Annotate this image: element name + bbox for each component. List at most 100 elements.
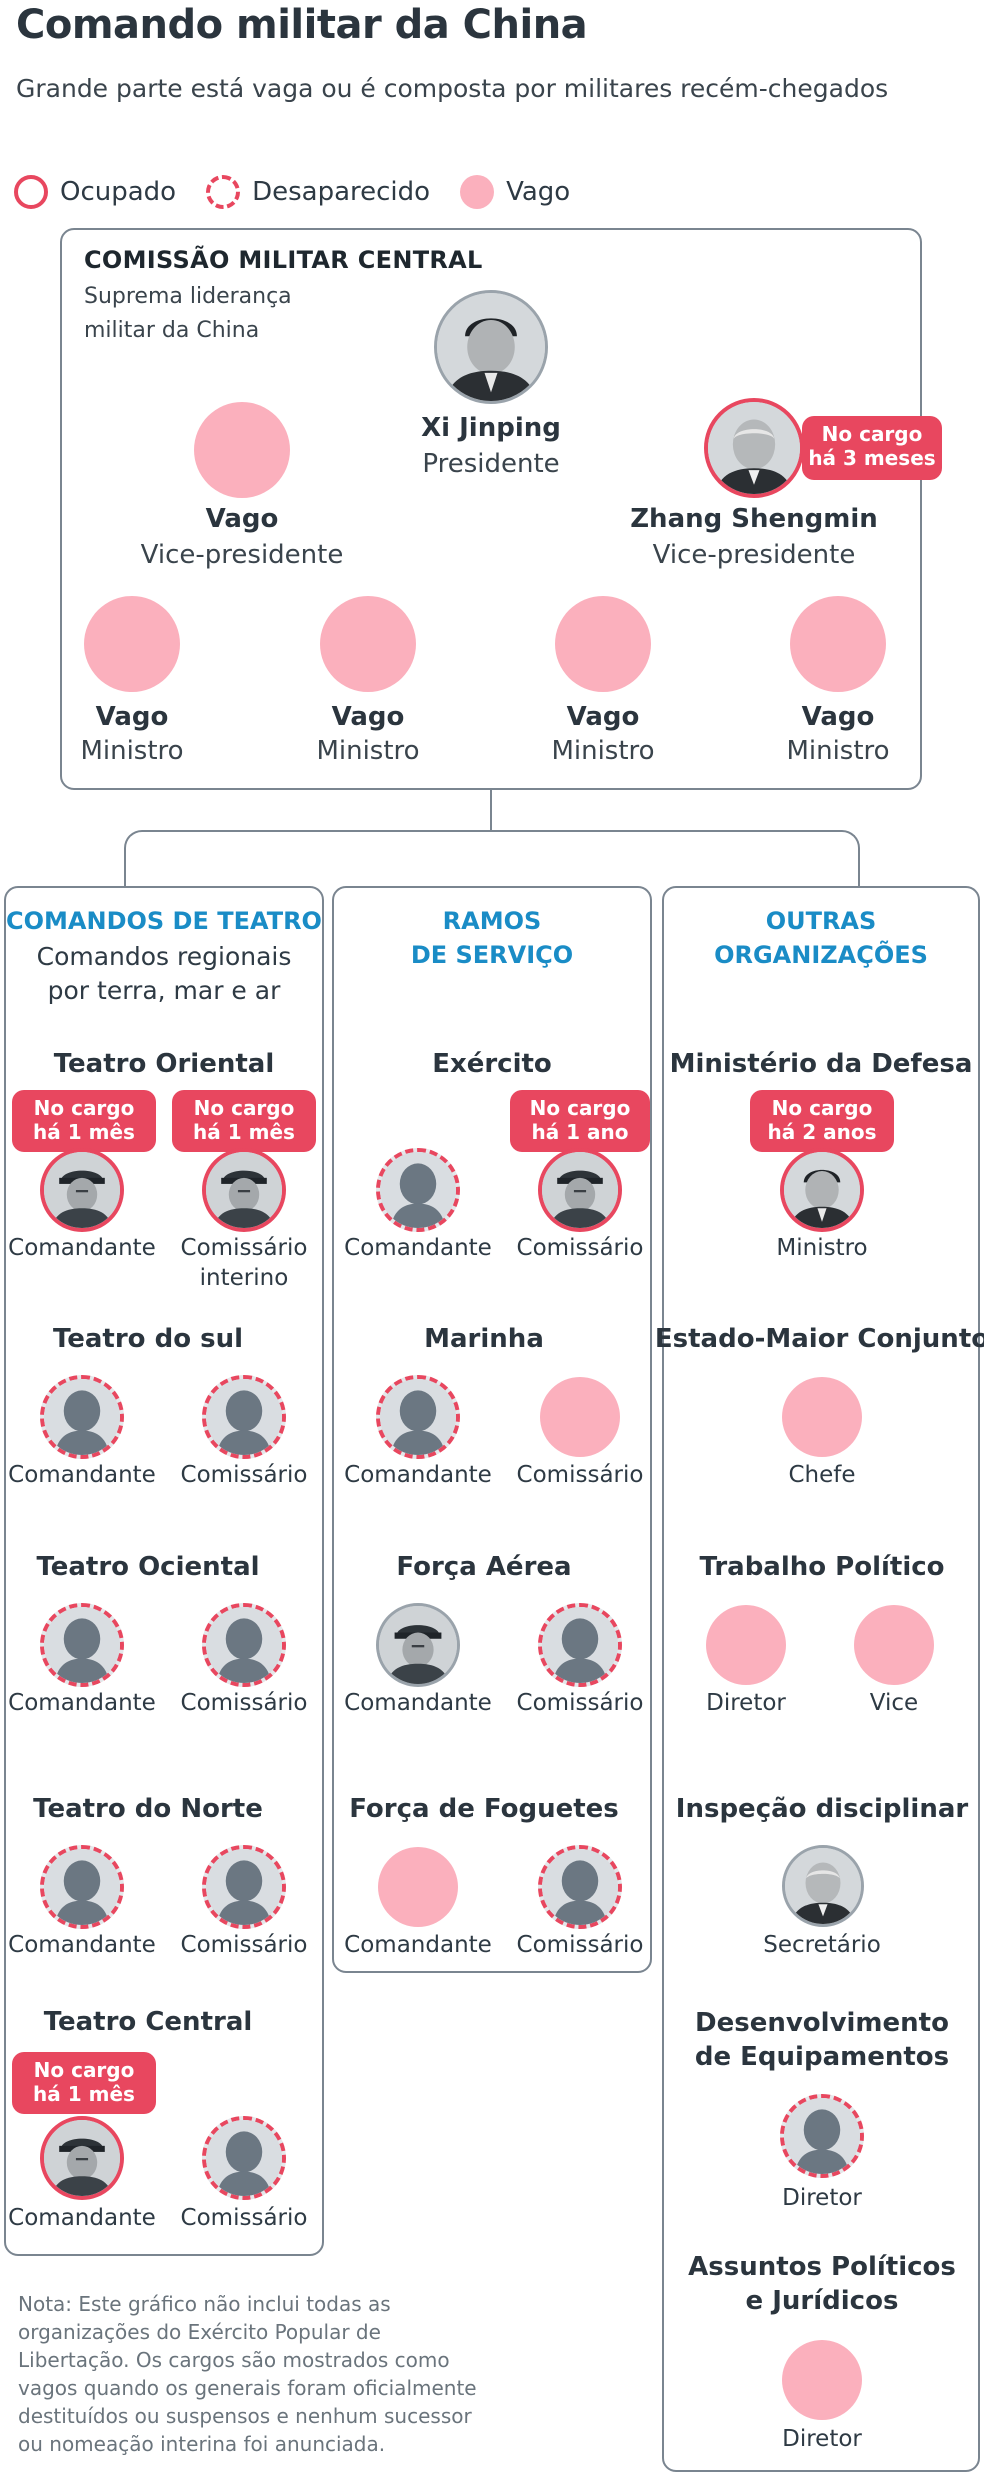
commissar-missing xyxy=(538,1845,622,1929)
commander-missing xyxy=(40,1845,124,1929)
service-heading-line-1: RAMOS xyxy=(442,907,542,935)
unit-title: Exército xyxy=(432,1049,552,1079)
cmc-title: COMISSÃO MILITAR CENTRAL xyxy=(84,246,483,274)
person-silhouette-icon xyxy=(206,2120,282,2196)
theater-subheading: Comandos regionais por terra, mar e ar xyxy=(37,940,292,1008)
minister-4-vacant xyxy=(790,596,886,692)
commander-missing xyxy=(376,1148,460,1232)
role-label: Vice xyxy=(869,1690,919,1716)
tenure-badge: No cargo há 2 anos xyxy=(750,1090,894,1152)
role-label: Comissário xyxy=(516,1932,644,1958)
service-heading: RAMOS DE SERVIÇO xyxy=(411,904,573,972)
person-photo-icon xyxy=(784,1152,860,1228)
role-label: Comandante xyxy=(8,1462,156,1488)
person-photo-icon xyxy=(437,293,545,401)
missing-marker-icon xyxy=(206,175,241,209)
commander-photo xyxy=(40,1148,124,1232)
role-label-line-1: Comissário xyxy=(180,1235,308,1261)
director-missing xyxy=(780,2094,864,2178)
person-photo-icon xyxy=(785,1848,861,1924)
badge-line-2: há 2 anos xyxy=(767,1120,877,1144)
role-label: Diretor xyxy=(782,2185,862,2211)
connector-branch xyxy=(124,830,860,886)
person-silhouette-icon xyxy=(380,1152,456,1228)
unit-title: Teatro do sul xyxy=(52,1324,244,1354)
person-silhouette-icon xyxy=(784,2098,860,2174)
unit-title: Força de Foguetes xyxy=(349,1794,619,1824)
cmc-subtitle: Suprema liderança militar da China xyxy=(84,280,292,348)
theater-heading: COMANDOS DE TEATRO xyxy=(6,907,322,935)
connector-trunk xyxy=(490,790,492,832)
cmc-subtitle-line-2: militar da China xyxy=(84,318,260,343)
unit-title: Estado-Maior Conjunto xyxy=(654,1324,984,1354)
role-label: Comissário xyxy=(516,1690,644,1716)
badge-line-2: há 1 mês xyxy=(193,1120,295,1144)
badge-line-1: No cargo xyxy=(771,1096,873,1120)
vice-president-2-name: Zhang Shengmin xyxy=(630,504,878,534)
service-heading-line-2: DE SERVIÇO xyxy=(410,941,574,969)
role-label: Chefe xyxy=(788,1462,856,1488)
president-name: Xi Jinping xyxy=(421,413,561,443)
person-photo-icon xyxy=(44,1152,120,1228)
person-silhouette-icon xyxy=(206,1607,282,1683)
role-label: Diretor xyxy=(706,1690,786,1716)
unit-title: Assuntos Políticos e Jurídicos xyxy=(688,2250,956,2318)
commissar-missing xyxy=(202,1375,286,1459)
unit-title: Teatro do Norte xyxy=(33,1794,263,1824)
badge-line-1: No cargo xyxy=(33,1096,135,1120)
page-title: Comando militar da China xyxy=(16,2,588,48)
director-vacant xyxy=(706,1605,786,1685)
vice-president-1-vacant xyxy=(194,402,290,498)
unit-title: Inspeção disciplinar xyxy=(675,1794,969,1824)
commander-missing xyxy=(40,1375,124,1459)
page-subtitle: Grande parte está vaga ou é composta por… xyxy=(16,74,889,103)
unit-title: Teatro Central xyxy=(43,2007,253,2037)
person-photo-icon xyxy=(708,402,800,494)
commissar-missing xyxy=(202,2116,286,2200)
person-silhouette-icon xyxy=(206,1379,282,1455)
role-label: Comissário interino xyxy=(181,1233,308,1293)
other-heading-line-2: ORGANIZAÇÕES xyxy=(714,941,928,969)
legend: Ocupado Desaparecido Vago xyxy=(14,172,586,212)
tenure-badge: No cargo há 1 mês xyxy=(12,2052,156,2114)
secretary-photo xyxy=(782,1845,864,1927)
unit-title-line-2: de Equipamentos xyxy=(694,2042,950,2072)
role-label: Ministro xyxy=(776,1235,868,1261)
role-label: Comandante xyxy=(344,1462,492,1488)
tenure-badge: No cargo há 3 meses xyxy=(802,416,942,480)
legend-occupied-label: Ocupado xyxy=(60,177,177,207)
role-label: Comissário xyxy=(180,1462,308,1488)
person-silhouette-icon xyxy=(380,1379,456,1455)
badge-line-1: No cargo xyxy=(821,422,923,446)
role-label: Comissário xyxy=(516,1462,644,1488)
vice-president-2-role: Vice-presidente xyxy=(652,540,856,570)
person-silhouette-icon xyxy=(44,1379,120,1455)
role-label: Comandante xyxy=(344,1932,492,1958)
vice-vacant xyxy=(854,1605,934,1685)
unit-title: Força Aérea xyxy=(396,1552,572,1582)
role-label: Comissário xyxy=(180,2205,308,2231)
minister-2-name: Vago xyxy=(331,702,405,732)
commissar-vacant xyxy=(540,1377,620,1457)
unit-title: Marinha xyxy=(424,1324,544,1354)
tenure-badge: No cargo há 1 mês xyxy=(12,1090,156,1152)
role-label: Comandante xyxy=(8,1690,156,1716)
unit-title: Desenvolvimento de Equipamentos xyxy=(695,2006,949,2074)
tenure-badge: No cargo há 1 ano xyxy=(510,1090,650,1152)
role-label: Comandante xyxy=(8,1932,156,1958)
unit-title: Teatro Oriental xyxy=(53,1049,275,1079)
defense-minister-photo xyxy=(780,1148,864,1232)
vice-president-1-name: Vago xyxy=(205,504,279,534)
commissar-missing xyxy=(538,1603,622,1687)
minister-3-vacant xyxy=(555,596,651,692)
person-silhouette-icon xyxy=(44,1849,120,1925)
commissar-photo xyxy=(202,1148,286,1232)
unit-title: Trabalho Político xyxy=(699,1552,945,1582)
minister-2-role: Ministro xyxy=(316,736,420,766)
role-label: Comissário xyxy=(516,1235,644,1261)
badge-line-2: há 3 meses xyxy=(808,446,936,470)
commander-missing xyxy=(40,1603,124,1687)
occupied-marker-icon xyxy=(14,175,48,209)
chief-vacant xyxy=(782,1377,862,1457)
role-label: Diretor xyxy=(782,2426,862,2452)
